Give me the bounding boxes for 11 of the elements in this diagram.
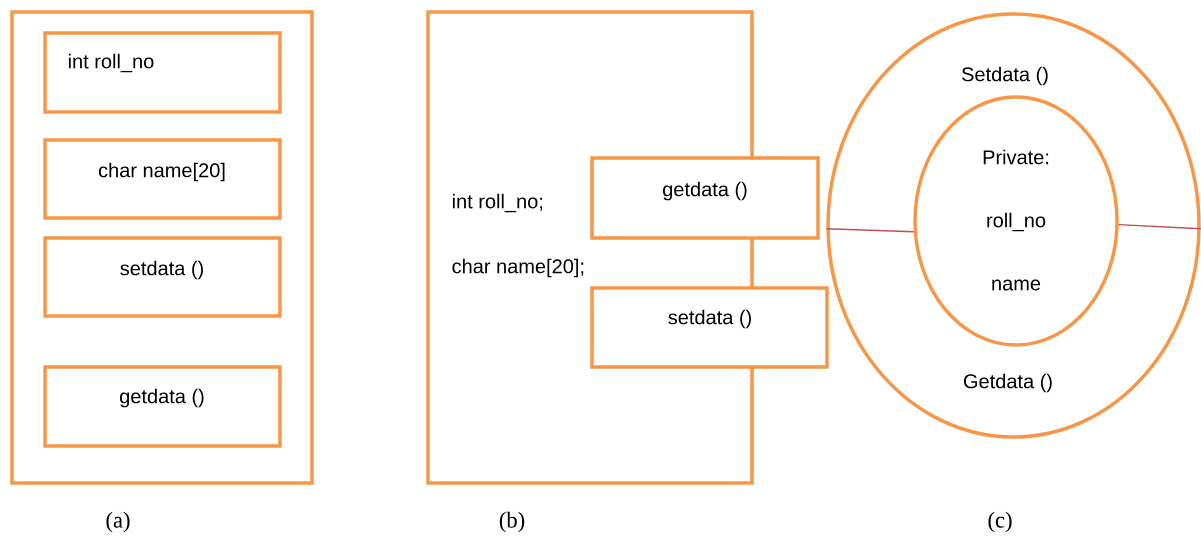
member-box: getdata () [43,365,282,448]
caption: (a) [106,511,130,533]
caption: (b) [499,511,525,533]
member-box: setdata () [43,236,282,318]
member-box: int roll_no [43,31,282,114]
connector-line [825,228,915,233]
member-box: char name[20] [43,138,282,220]
member-box: getdata () [590,156,820,240]
caption: (c) [988,511,1012,533]
connector-line [1118,223,1201,230]
member-box: setdata () [590,286,829,369]
